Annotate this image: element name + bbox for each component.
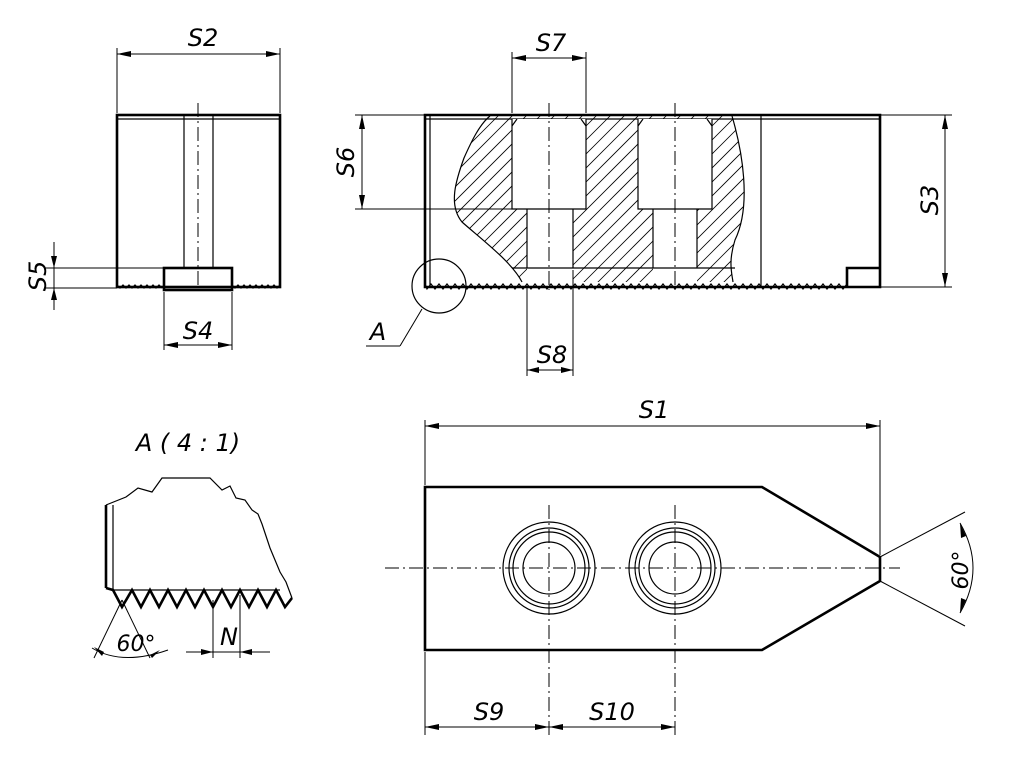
label-tip-angle: 60° bbox=[949, 551, 974, 590]
label-s1: S1 bbox=[639, 396, 670, 424]
label-detail-marker: A bbox=[368, 318, 386, 346]
label-s9: S9 bbox=[474, 698, 505, 726]
dim-s5: S5 bbox=[24, 242, 164, 310]
detail-marker-a: A bbox=[366, 258, 467, 347]
label-s4: S4 bbox=[183, 317, 214, 345]
dim-s9-s10: S9 S10 bbox=[424, 652, 675, 735]
hatch-line bbox=[804, 100, 1004, 300]
dim-s7: S7 bbox=[511, 29, 587, 113]
dim-s2: S2 bbox=[116, 24, 281, 113]
label-s10: S10 bbox=[589, 698, 635, 726]
top-view: 60° bbox=[385, 485, 974, 735]
hatch-line bbox=[986, 100, 1013, 300]
hatch-line bbox=[972, 100, 1013, 300]
hatch-line bbox=[958, 100, 1013, 300]
dim-s4: S4 bbox=[163, 292, 233, 350]
hatch-line bbox=[719, 116, 745, 282]
hatch-line bbox=[677, 116, 745, 282]
hatch-line bbox=[691, 116, 745, 282]
hatch-line bbox=[454, 116, 543, 282]
label-s6: S6 bbox=[332, 147, 360, 178]
label-s7: S7 bbox=[536, 29, 567, 57]
label-s3: S3 bbox=[916, 185, 944, 216]
hatch-line bbox=[790, 100, 990, 300]
hatch-line bbox=[888, 100, 1013, 300]
section-hatch bbox=[454, 100, 1013, 300]
hatch-line bbox=[944, 100, 1013, 300]
hatch-line bbox=[776, 100, 976, 300]
detail-title: A ( 4 : 1) bbox=[134, 429, 240, 457]
dim-s1: S1 bbox=[424, 396, 881, 555]
dim-s3: S3 bbox=[880, 114, 952, 288]
detail-a-view: A ( 4 : 1) 60° N bbox=[91, 429, 294, 659]
hatch-line bbox=[454, 116, 515, 282]
label-s2: S2 bbox=[188, 24, 219, 52]
hatch-line bbox=[454, 116, 529, 282]
side-view bbox=[115, 103, 282, 292]
hatch-line bbox=[733, 116, 745, 282]
dim-s8: S8 bbox=[526, 270, 574, 376]
label-tooth-angle: 60° bbox=[117, 632, 156, 657]
label-s8: S8 bbox=[537, 341, 568, 369]
label-pitch: N bbox=[220, 623, 238, 651]
label-s5: S5 bbox=[24, 261, 52, 292]
dim-s6: S6 bbox=[332, 114, 512, 210]
front-view bbox=[423, 100, 1013, 300]
